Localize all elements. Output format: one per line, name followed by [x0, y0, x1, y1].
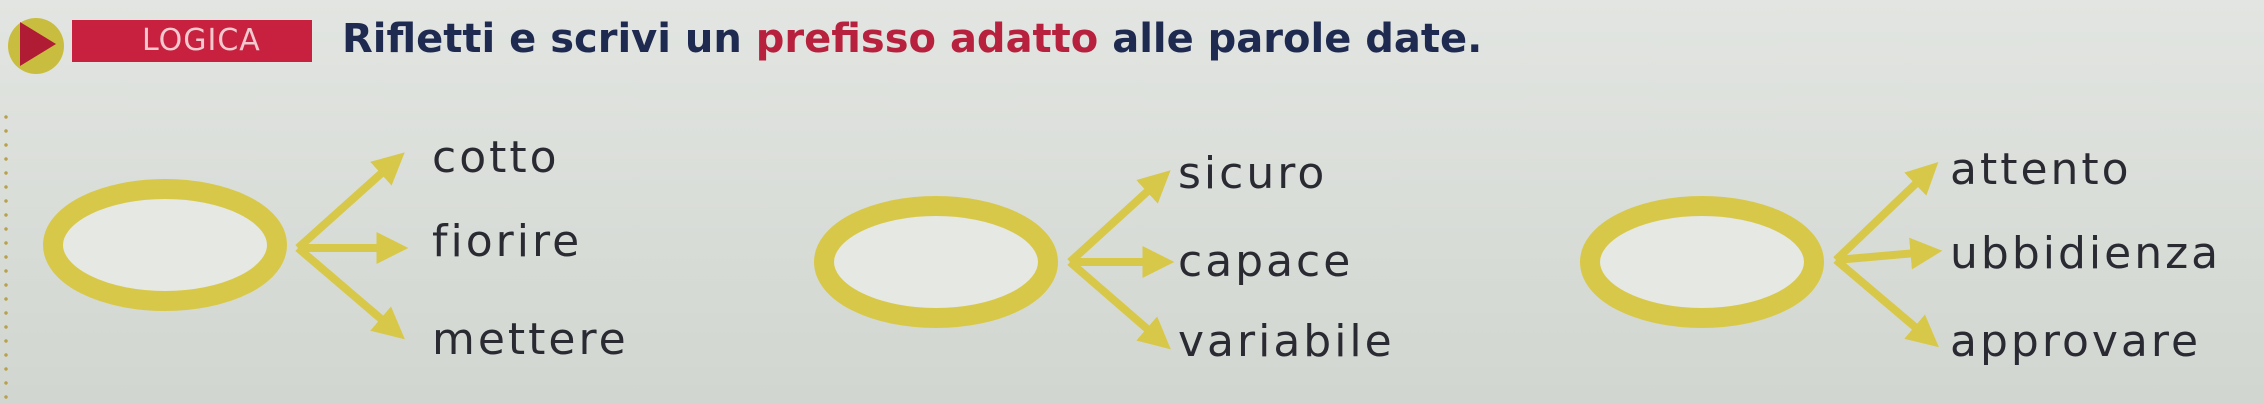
- word-group-2-item-3: variabile: [1178, 316, 1395, 367]
- badge-label: LOGICA: [72, 20, 312, 62]
- group-2-prefix-oval: [814, 196, 1058, 328]
- group-3-arrow-2: [1835, 237, 1943, 270]
- word-group-3-item-3: approvare: [1950, 316, 2202, 367]
- instruction-text: Rifletti e scrivi un prefisso adatto all…: [342, 16, 1482, 62]
- group-3-prefix-oval: [1580, 196, 1824, 328]
- group-3-arrow-1: [1833, 162, 1939, 263]
- group-2-arrow-1: [1067, 170, 1171, 265]
- word-group-2-item-2: capace: [1178, 236, 1354, 287]
- margin-dotted-line: [4, 110, 8, 400]
- instruction-part-1: Rifletti e scrivi un: [342, 16, 756, 62]
- word-group-3-item-1: attento: [1950, 144, 2132, 195]
- word-group-3-item-2: ubbidienza: [1950, 228, 2222, 279]
- instruction-highlight: prefisso adatto: [755, 16, 1099, 62]
- word-group-1-item-1: cotto: [432, 132, 560, 183]
- group-1-prefix-oval: [43, 179, 287, 311]
- word-group-2-item-1: sicuro: [1178, 148, 1328, 199]
- group-2-arrow-3: [1067, 258, 1171, 350]
- group-1-arrow-3: [295, 244, 405, 340]
- word-group-1-item-2: fiorire: [432, 216, 583, 267]
- group-3-arrow-3: [1833, 256, 1939, 348]
- word-group-1-item-3: mettere: [432, 314, 629, 365]
- instruction-part-2: alle parole date.: [1098, 16, 1483, 62]
- group-1-arrow-1: [295, 152, 405, 251]
